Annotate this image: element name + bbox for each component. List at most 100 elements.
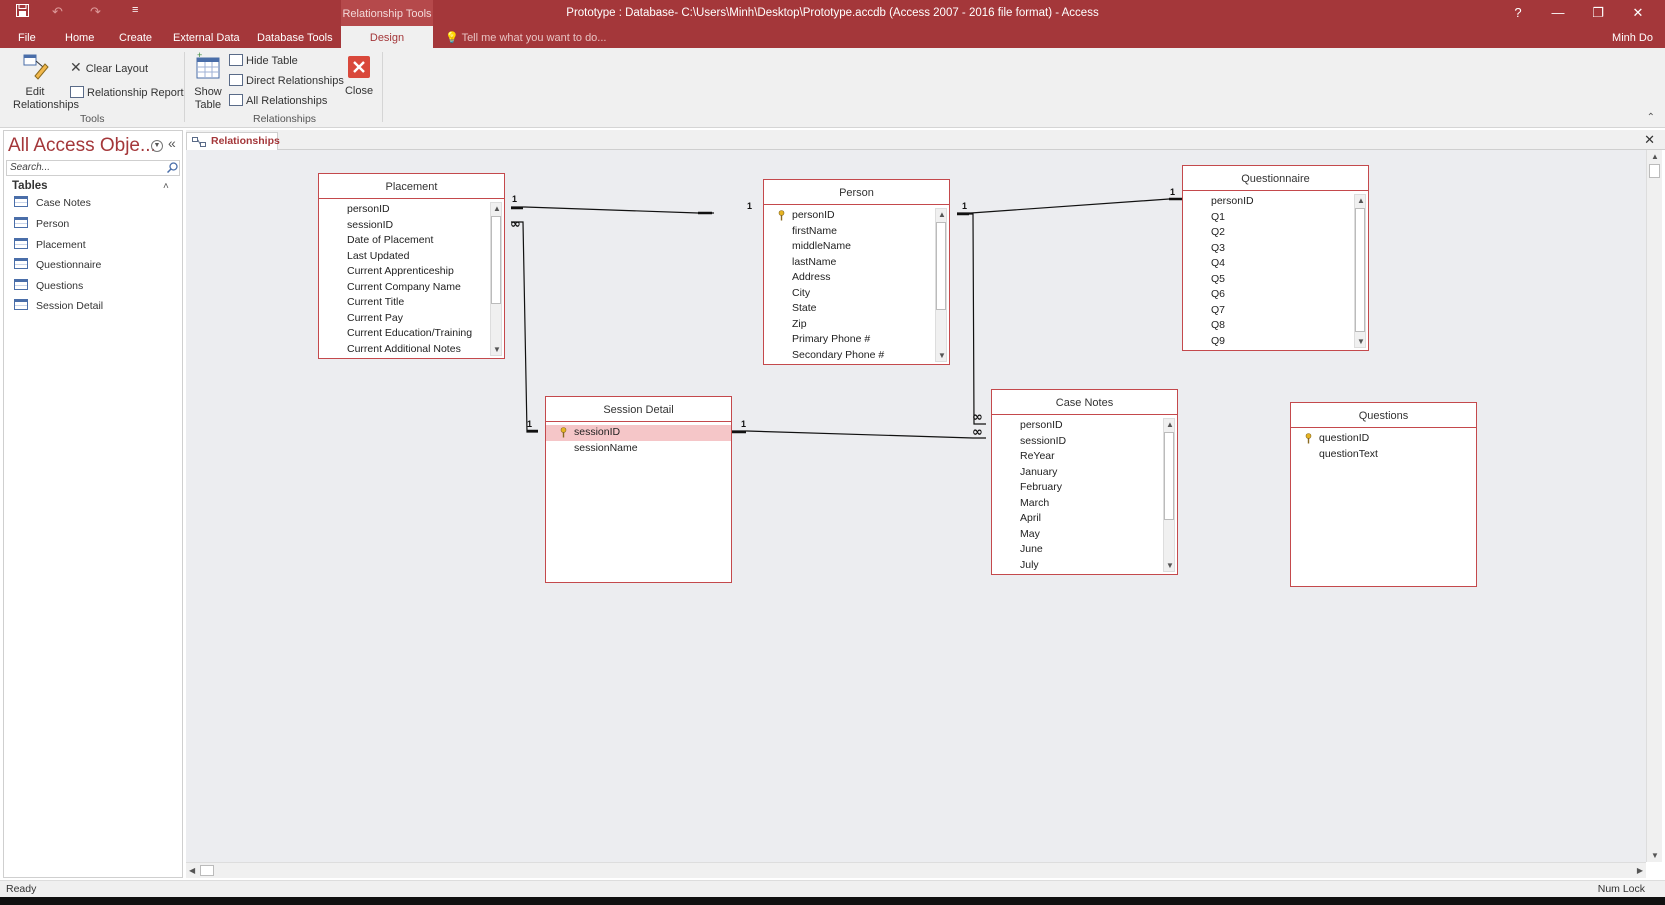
table-scrollbar[interactable]: ▲ ▼ bbox=[1354, 194, 1366, 348]
field-item[interactable]: sessionName bbox=[574, 441, 638, 454]
field-item[interactable]: lastName bbox=[792, 255, 837, 268]
relationship-line-session-casenotes[interactable] bbox=[732, 430, 986, 439]
table-title[interactable]: Session Detail bbox=[546, 397, 731, 422]
nav-dropdown-icon[interactable]: ▼ bbox=[151, 140, 163, 152]
show-table-button[interactable]: + Show Table bbox=[188, 50, 228, 112]
field-item[interactable]: Address bbox=[792, 271, 831, 283]
scroll-thumb[interactable] bbox=[1649, 164, 1660, 178]
redo-icon[interactable]: ↷ bbox=[90, 4, 101, 19]
field-item[interactable]: questionText bbox=[1319, 447, 1378, 460]
all-relationships-button[interactable]: All Relationships bbox=[229, 92, 327, 110]
field-item[interactable]: personID bbox=[347, 203, 390, 215]
relationship-line-placement-session[interactable] bbox=[511, 221, 538, 433]
field-item[interactable]: Q3 bbox=[1211, 241, 1226, 254]
field-item[interactable]: Date of Placement bbox=[347, 234, 434, 246]
table-title[interactable]: Person bbox=[764, 180, 949, 205]
nav-section-tables[interactable]: Tables bbox=[12, 180, 48, 192]
field-item[interactable]: Secondary Phone # bbox=[792, 348, 885, 361]
field-item[interactable]: Current Title bbox=[347, 296, 405, 308]
scroll-left-icon[interactable]: ◀ bbox=[189, 866, 196, 875]
field-item[interactable]: Q2 bbox=[1211, 226, 1226, 238]
nav-pane-title[interactable]: All Access Obje... bbox=[8, 135, 156, 156]
field-item[interactable]: May bbox=[1020, 527, 1040, 540]
table-person[interactable]: Person personID firstName middleName las… bbox=[763, 179, 950, 365]
field-item[interactable]: February bbox=[1020, 481, 1063, 493]
scroll-up-icon[interactable]: ▲ bbox=[1166, 420, 1174, 429]
tell-me-search[interactable]: 💡 Tell me what you want to do... bbox=[445, 26, 606, 48]
hide-table-button[interactable]: Hide Table bbox=[229, 52, 298, 70]
close-relationships-button[interactable]: Close bbox=[342, 56, 376, 98]
tab-create[interactable]: Create bbox=[119, 32, 153, 44]
field-item[interactable]: State bbox=[792, 302, 817, 314]
field-item[interactable]: personID bbox=[1020, 419, 1063, 431]
field-item[interactable]: Current Apprenticeship bbox=[347, 265, 454, 277]
nav-item-questions[interactable]: Questions bbox=[14, 277, 83, 295]
nav-item-placement[interactable]: Placement bbox=[14, 236, 86, 254]
scroll-right-icon[interactable]: ▶ bbox=[1636, 866, 1643, 875]
tab-home[interactable]: Home bbox=[65, 32, 95, 44]
field-item[interactable]: March bbox=[1020, 496, 1050, 509]
scroll-up-icon[interactable]: ▲ bbox=[938, 210, 946, 219]
scroll-down-icon[interactable]: ▼ bbox=[1166, 561, 1174, 570]
field-item[interactable]: Q8 bbox=[1211, 319, 1226, 331]
field-item[interactable]: Q4 bbox=[1211, 257, 1226, 269]
table-scrollbar[interactable]: ▲ ▼ bbox=[490, 202, 502, 356]
nav-item-questionnaire[interactable]: Questionnaire bbox=[14, 256, 101, 274]
field-item[interactable]: Last Updated bbox=[347, 249, 410, 262]
nav-item-case-notes[interactable]: Case Notes bbox=[14, 194, 91, 212]
edit-relationships-button[interactable]: Edit Relationships bbox=[4, 52, 79, 112]
table-scrollbar[interactable]: ▲ ▼ bbox=[1163, 418, 1175, 572]
field-item[interactable]: Zip bbox=[792, 317, 807, 330]
tab-design[interactable]: Design bbox=[341, 26, 433, 48]
close-window-button[interactable]: ✕ bbox=[1632, 5, 1644, 20]
user-account[interactable]: Minh Do bbox=[1612, 32, 1653, 44]
table-title[interactable]: Case Notes bbox=[992, 390, 1177, 415]
table-questions[interactable]: Questions questionID questionText bbox=[1290, 402, 1477, 587]
field-item[interactable]: Q7 bbox=[1211, 303, 1226, 316]
relationships-canvas[interactable]: 1 1 1 1 1 1 ∞ ∞ ∞ Placement personID ses… bbox=[186, 150, 1646, 862]
tab-database-tools[interactable]: Database Tools bbox=[257, 32, 333, 44]
table-title[interactable]: Questions bbox=[1291, 403, 1476, 428]
shutter-bar-collapse-icon[interactable]: « bbox=[168, 135, 176, 151]
field-item[interactable]: January bbox=[1020, 465, 1058, 478]
field-item[interactable]: April bbox=[1020, 512, 1042, 524]
table-session-detail[interactable]: Session Detail sessionID sessionName bbox=[545, 396, 732, 583]
table-title[interactable]: Questionnaire bbox=[1183, 166, 1368, 191]
scroll-down-icon[interactable]: ▼ bbox=[1357, 337, 1365, 346]
close-document-icon[interactable]: ✕ bbox=[1644, 132, 1655, 147]
field-item[interactable]: ReYear bbox=[1020, 450, 1055, 462]
scroll-thumb[interactable] bbox=[200, 865, 214, 876]
undo-icon[interactable]: ↶ bbox=[52, 4, 63, 19]
canvas-vertical-scrollbar[interactable]: ▲ ▼ bbox=[1646, 150, 1662, 862]
scroll-up-icon[interactable]: ▲ bbox=[1651, 152, 1659, 161]
table-questionnaire[interactable]: Questionnaire personID Q1 Q2 Q3 Q4 Q5 Q6… bbox=[1182, 165, 1369, 351]
table-scrollbar[interactable]: ▲ ▼ bbox=[935, 208, 947, 362]
scroll-up-icon[interactable]: ▲ bbox=[493, 204, 501, 213]
relationship-line-placement-person[interactable] bbox=[511, 206, 714, 214]
scroll-down-icon[interactable]: ▼ bbox=[493, 345, 501, 354]
field-item[interactable]: Q9 bbox=[1211, 334, 1226, 347]
nav-item-session-detail[interactable]: Session Detail bbox=[14, 297, 103, 315]
scroll-down-icon[interactable]: ▼ bbox=[1651, 851, 1659, 860]
field-item[interactable]: Current Education/Training bbox=[347, 327, 473, 339]
field-item[interactable]: June bbox=[1020, 543, 1043, 555]
tab-file[interactable]: File bbox=[18, 32, 36, 44]
table-placement[interactable]: Placement personID sessionID Date of Pla… bbox=[318, 173, 505, 359]
field-item[interactable]: Q5 bbox=[1211, 272, 1226, 285]
field-item[interactable]: sessionID bbox=[1020, 434, 1067, 447]
field-item[interactable]: Current Additional Notes bbox=[347, 342, 461, 355]
table-title[interactable]: Placement bbox=[319, 174, 504, 199]
field-item[interactable]: Q1 bbox=[1211, 210, 1226, 223]
table-case-notes[interactable]: Case Notes personID sessionID ReYear Jan… bbox=[991, 389, 1178, 575]
scroll-thumb[interactable] bbox=[491, 216, 501, 304]
field-item[interactable]: Primary Phone # bbox=[792, 333, 871, 345]
tab-relationships[interactable]: Relationships bbox=[186, 132, 280, 150]
restore-button[interactable]: ❐ bbox=[1592, 5, 1604, 20]
search-icon[interactable] bbox=[166, 162, 178, 176]
scroll-down-icon[interactable]: ▼ bbox=[938, 351, 946, 360]
field-item[interactable]: Current Pay bbox=[347, 311, 404, 324]
direct-relationships-button[interactable]: Direct Relationships bbox=[229, 72, 344, 90]
scroll-thumb[interactable] bbox=[1355, 208, 1365, 332]
field-item[interactable]: personID bbox=[1211, 195, 1254, 207]
tab-external-data[interactable]: External Data bbox=[173, 32, 240, 44]
